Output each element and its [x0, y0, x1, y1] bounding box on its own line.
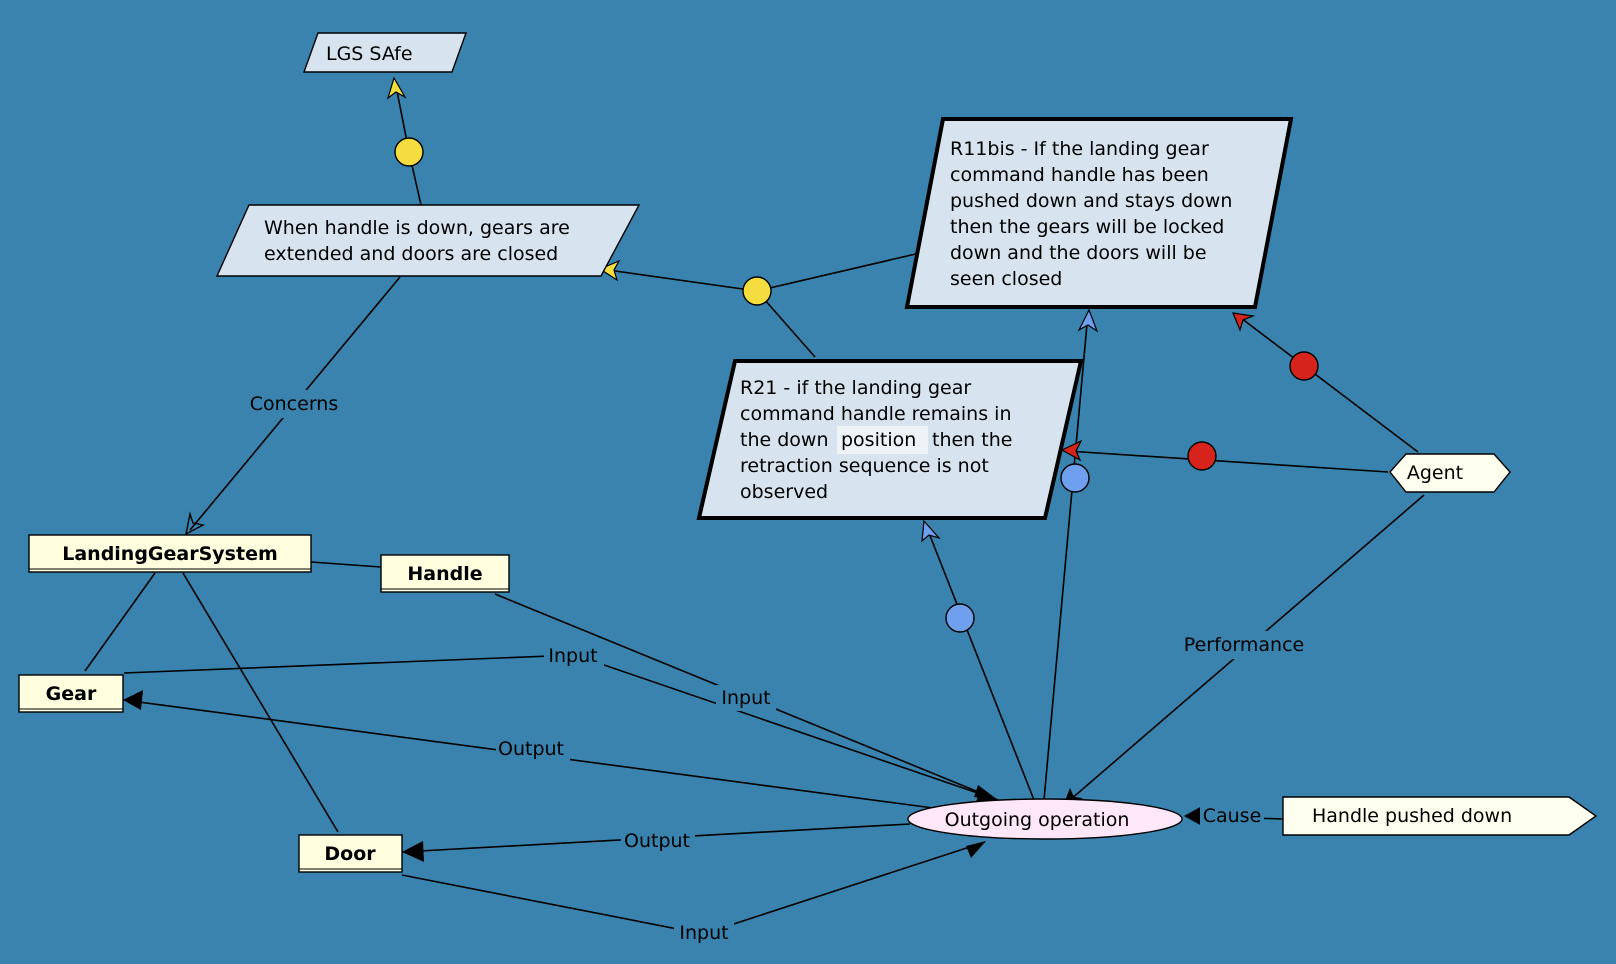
label-output-door: Output — [624, 830, 690, 852]
agent-node[interactable]: Agent — [1389, 453, 1511, 493]
edge-op-r21 — [926, 527, 1035, 801]
arrow-cause — [1184, 806, 1202, 826]
arrow-output-door — [402, 841, 424, 862]
refinement-node-lgs[interactable] — [394, 137, 424, 167]
arrow-input-door — [966, 841, 986, 858]
edge-agent-r21 — [1066, 450, 1389, 473]
edge-labels: Concerns Performance Cause Input Input O… — [244, 390, 1312, 946]
operationalization-node-r21[interactable] — [945, 603, 975, 633]
link-nodes — [394, 137, 1319, 633]
operation-outgoing[interactable]: Outgoing operation — [907, 798, 1183, 840]
entity-gear-label: Gear — [46, 683, 97, 705]
arrow-op-r21 — [921, 519, 941, 543]
entity-landing-gear-system[interactable]: LandingGearSystem — [28, 534, 312, 573]
edge-r11bis-refine — [756, 252, 921, 292]
goal-r21-label: R21 - if the landing gear command handle… — [740, 377, 1018, 503]
arrow-resp-r11bis — [1232, 312, 1256, 332]
goal-lgs-safe-label: LGS SAfe — [326, 43, 413, 65]
label-input-gear: Input — [548, 645, 597, 667]
edge-lgs-door — [182, 572, 339, 833]
arrow-output-gear — [123, 690, 143, 710]
entity-landing-gear-system-label: LandingGearSystem — [62, 543, 278, 565]
edge-refine-node-goal — [607, 269, 758, 292]
goal-r21-then-the: then the — [932, 429, 1012, 451]
operationalization-node-r11bis[interactable] — [1060, 463, 1090, 493]
goal-lgs-safe[interactable]: LGS SAfe — [303, 32, 467, 73]
label-input-door: Input — [679, 922, 728, 944]
agent-label: Agent — [1407, 462, 1463, 484]
arrow-refine-lgs — [386, 76, 407, 100]
goal-handle-down-label: When handle is down, gears are extended … — [264, 217, 576, 265]
goal-r21-highlight — [837, 426, 928, 454]
edge-input-gear — [123, 654, 999, 801]
goal-r21-highlight-word: position — [841, 429, 916, 451]
edge-agent-r11bis — [1236, 314, 1419, 453]
edge-lgs-handle — [310, 561, 382, 568]
entity-gear[interactable]: Gear — [18, 674, 124, 713]
arrow-op-r11bis — [1077, 308, 1099, 333]
arrow-refine-goal — [598, 259, 621, 282]
refinement-node-goal[interactable] — [742, 276, 772, 306]
label-concerns: Concerns — [250, 393, 339, 415]
edge-lgs-gear — [84, 572, 156, 672]
responsibility-node-r11bis[interactable] — [1289, 351, 1319, 381]
operation-outgoing-label: Outgoing operation — [945, 809, 1130, 831]
goal-r21[interactable]: R21 - if the landing gear command handle… — [696, 359, 1084, 520]
label-output-gear: Output — [498, 738, 564, 760]
arrow-input-handle — [974, 785, 998, 800]
goal-r11bis-label: R11bis - If the landing gear command han… — [950, 138, 1238, 290]
entity-handle-label: Handle — [407, 563, 482, 585]
goal-handle-down[interactable]: When handle is down, gears are extended … — [215, 204, 641, 277]
entity-handle[interactable]: Handle — [380, 554, 510, 593]
entity-door[interactable]: Door — [298, 834, 403, 873]
label-performance: Performance — [1184, 634, 1304, 656]
arrow-concerns — [185, 511, 206, 536]
responsibility-node-r21[interactable] — [1187, 441, 1217, 471]
label-input-handle: Input — [721, 687, 770, 709]
goal-r11bis[interactable]: R11bis - If the landing gear command han… — [904, 117, 1294, 309]
arrow-resp-r21 — [1060, 439, 1083, 462]
entity-door-label: Door — [324, 843, 376, 865]
edge-op-r11bis — [1043, 312, 1089, 801]
event-handle-pushed-down-label: Handle pushed down — [1312, 805, 1512, 827]
label-cause: Cause — [1203, 805, 1262, 827]
event-handle-pushed-down[interactable]: Handle pushed down — [1282, 796, 1598, 836]
